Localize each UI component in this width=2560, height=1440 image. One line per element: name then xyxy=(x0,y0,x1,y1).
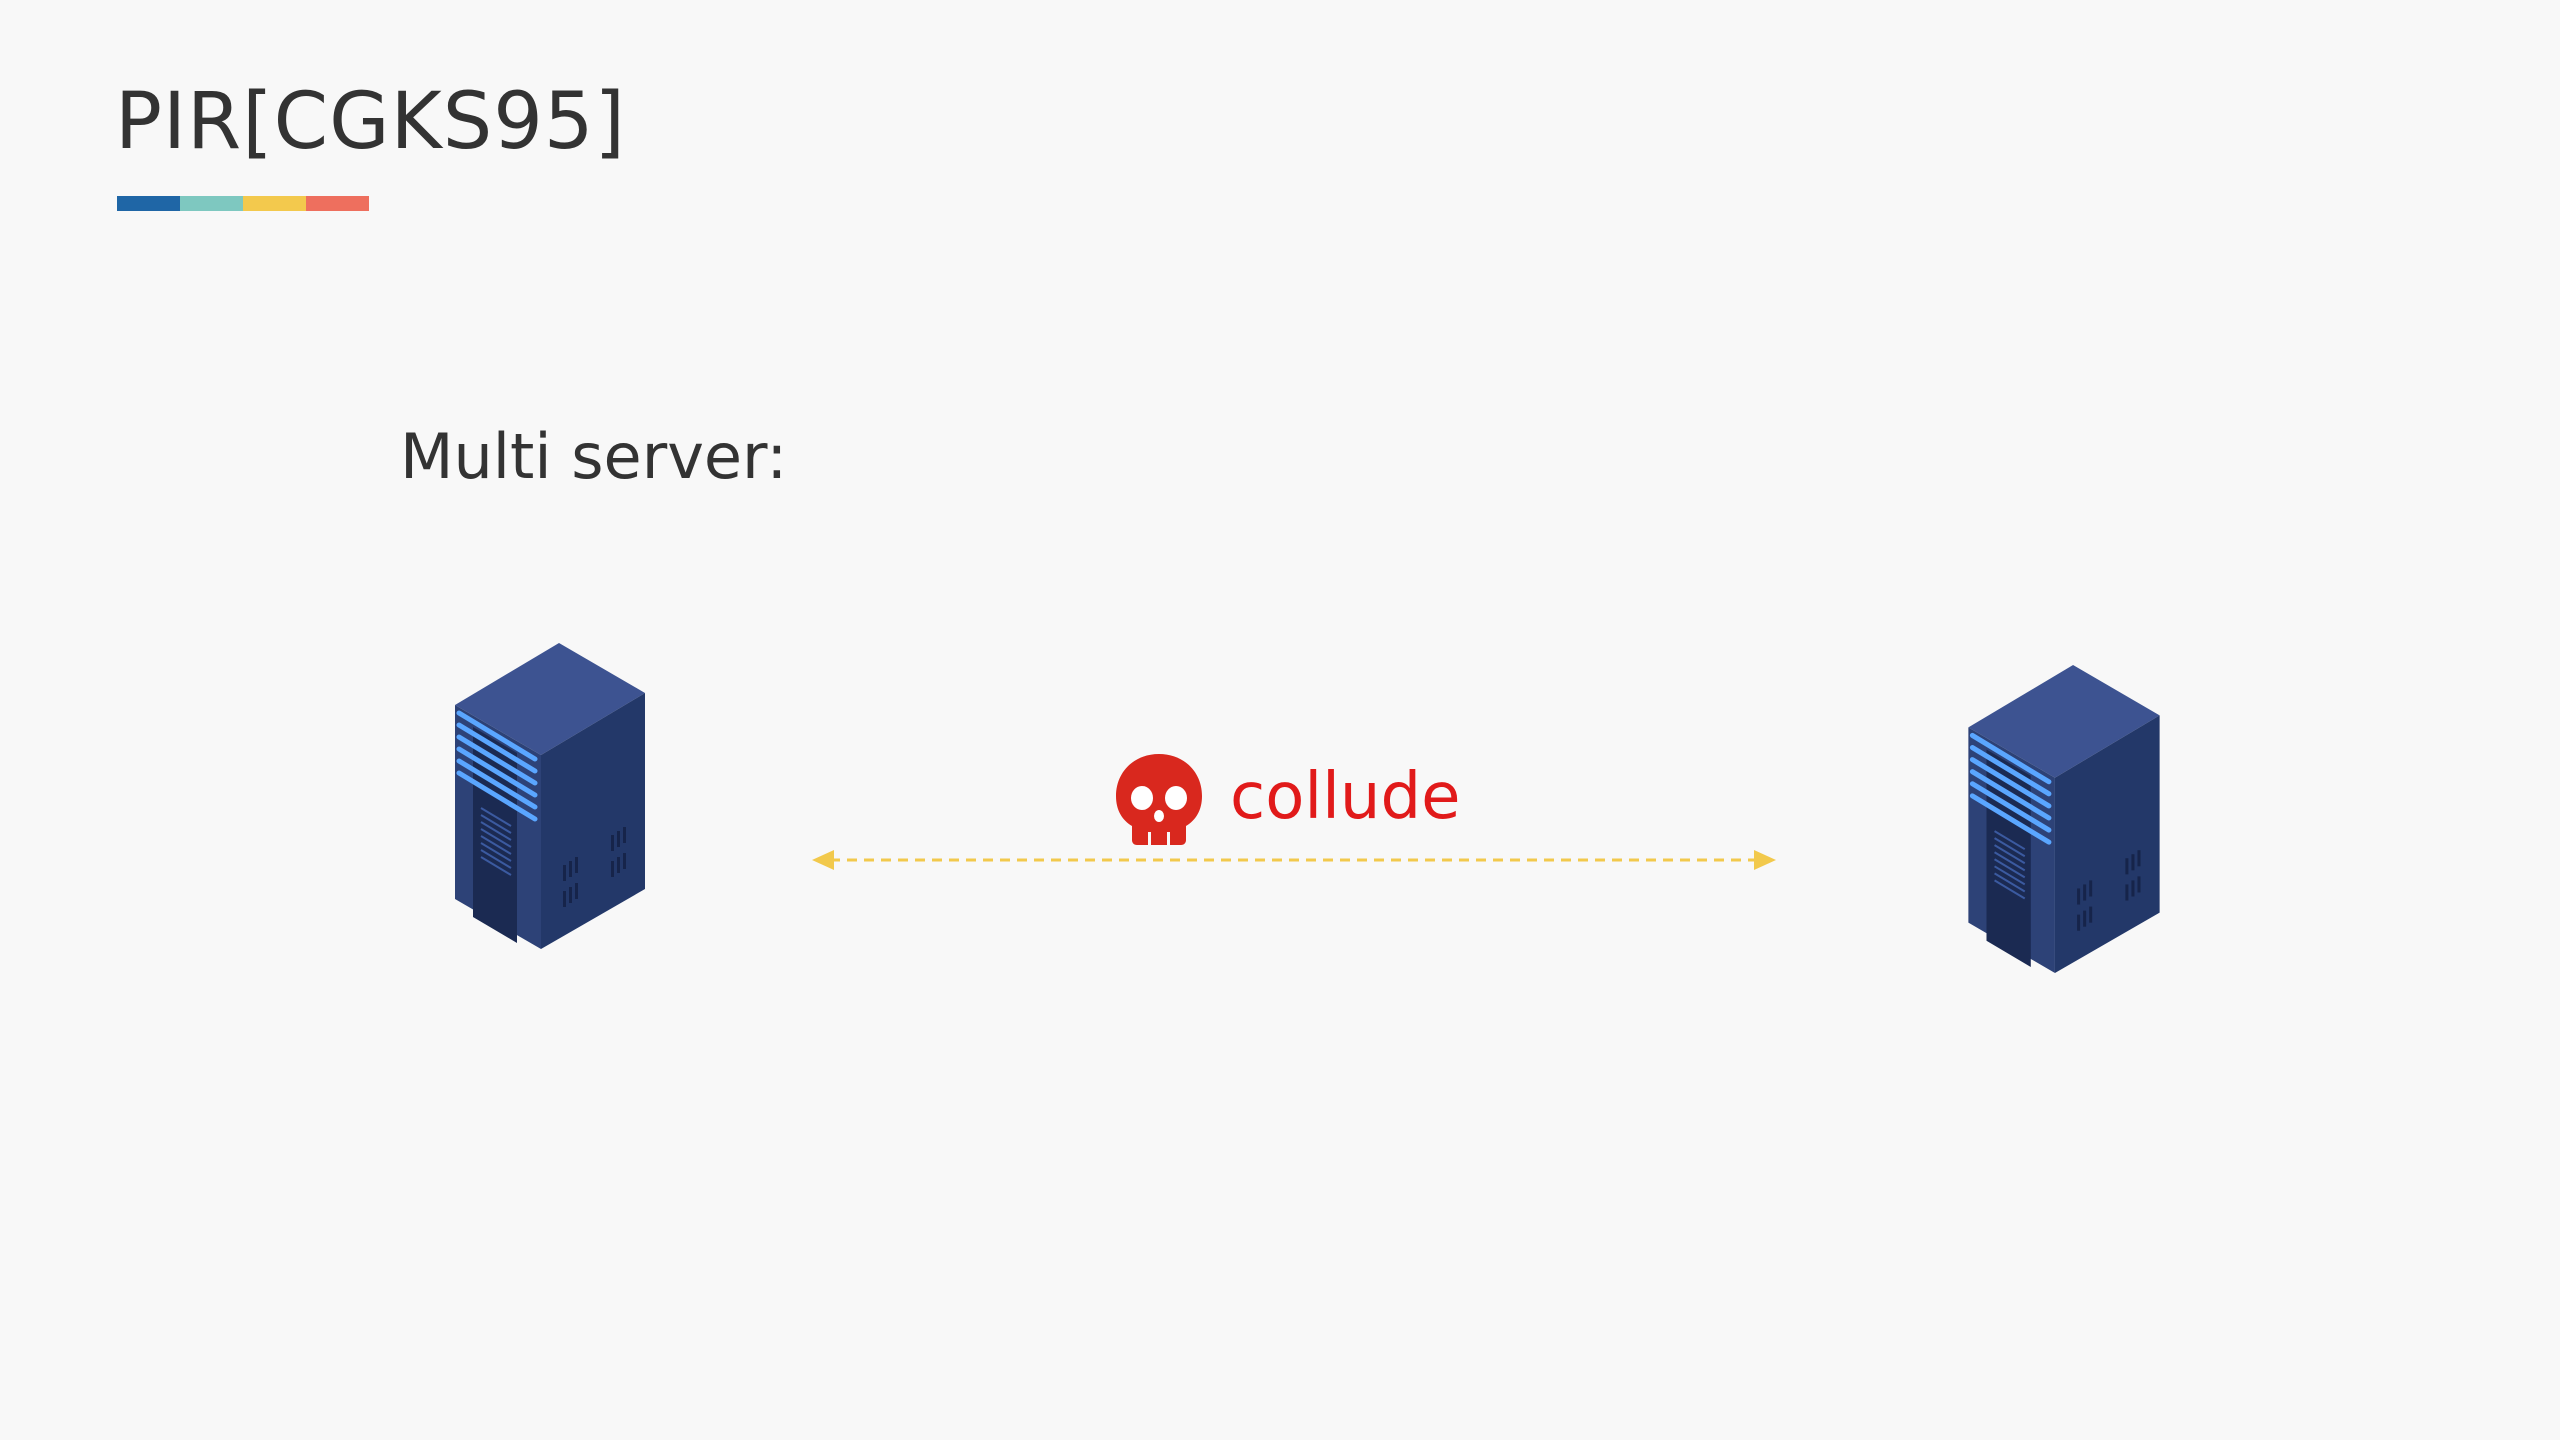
server-front-recess xyxy=(473,727,517,943)
server-vent-lines xyxy=(480,807,512,876)
server-side-face xyxy=(2054,715,2160,973)
collude-label: collude xyxy=(1230,760,1461,834)
skull-head xyxy=(1116,754,1202,845)
title-underline xyxy=(117,196,369,211)
arrowhead-right-icon xyxy=(1754,850,1776,870)
server-top-face xyxy=(455,643,645,755)
skull-teeth-gap-1 xyxy=(1148,832,1151,845)
underline-segment-blue xyxy=(117,196,180,211)
underline-segment-red xyxy=(306,196,369,211)
subtitle: Multi server: xyxy=(400,420,788,493)
server-left-icon xyxy=(455,643,645,949)
underline-segment-yellow xyxy=(243,196,306,211)
server-light-strips xyxy=(1969,732,2052,845)
arrowhead-left-icon xyxy=(812,850,834,870)
server-right-icon xyxy=(1968,665,2160,973)
server-vent-lines xyxy=(1994,830,2026,900)
collusion-link xyxy=(812,850,1776,870)
server-light-strips xyxy=(456,710,538,822)
skull-icon xyxy=(1116,754,1202,845)
skull-eye-left xyxy=(1131,786,1153,810)
skull-eye-right xyxy=(1165,786,1187,810)
server-top-face xyxy=(1968,665,2160,778)
slide-title: PIR[CGKS95] xyxy=(115,77,626,167)
skull-nose xyxy=(1154,810,1164,822)
server-side-vents xyxy=(2077,850,2141,931)
server-side-vents xyxy=(563,827,626,907)
underline-segment-teal xyxy=(180,196,243,211)
skull-teeth-gap-2 xyxy=(1167,832,1170,845)
server-front-recess xyxy=(1986,749,2031,967)
server-side-face xyxy=(541,693,645,949)
